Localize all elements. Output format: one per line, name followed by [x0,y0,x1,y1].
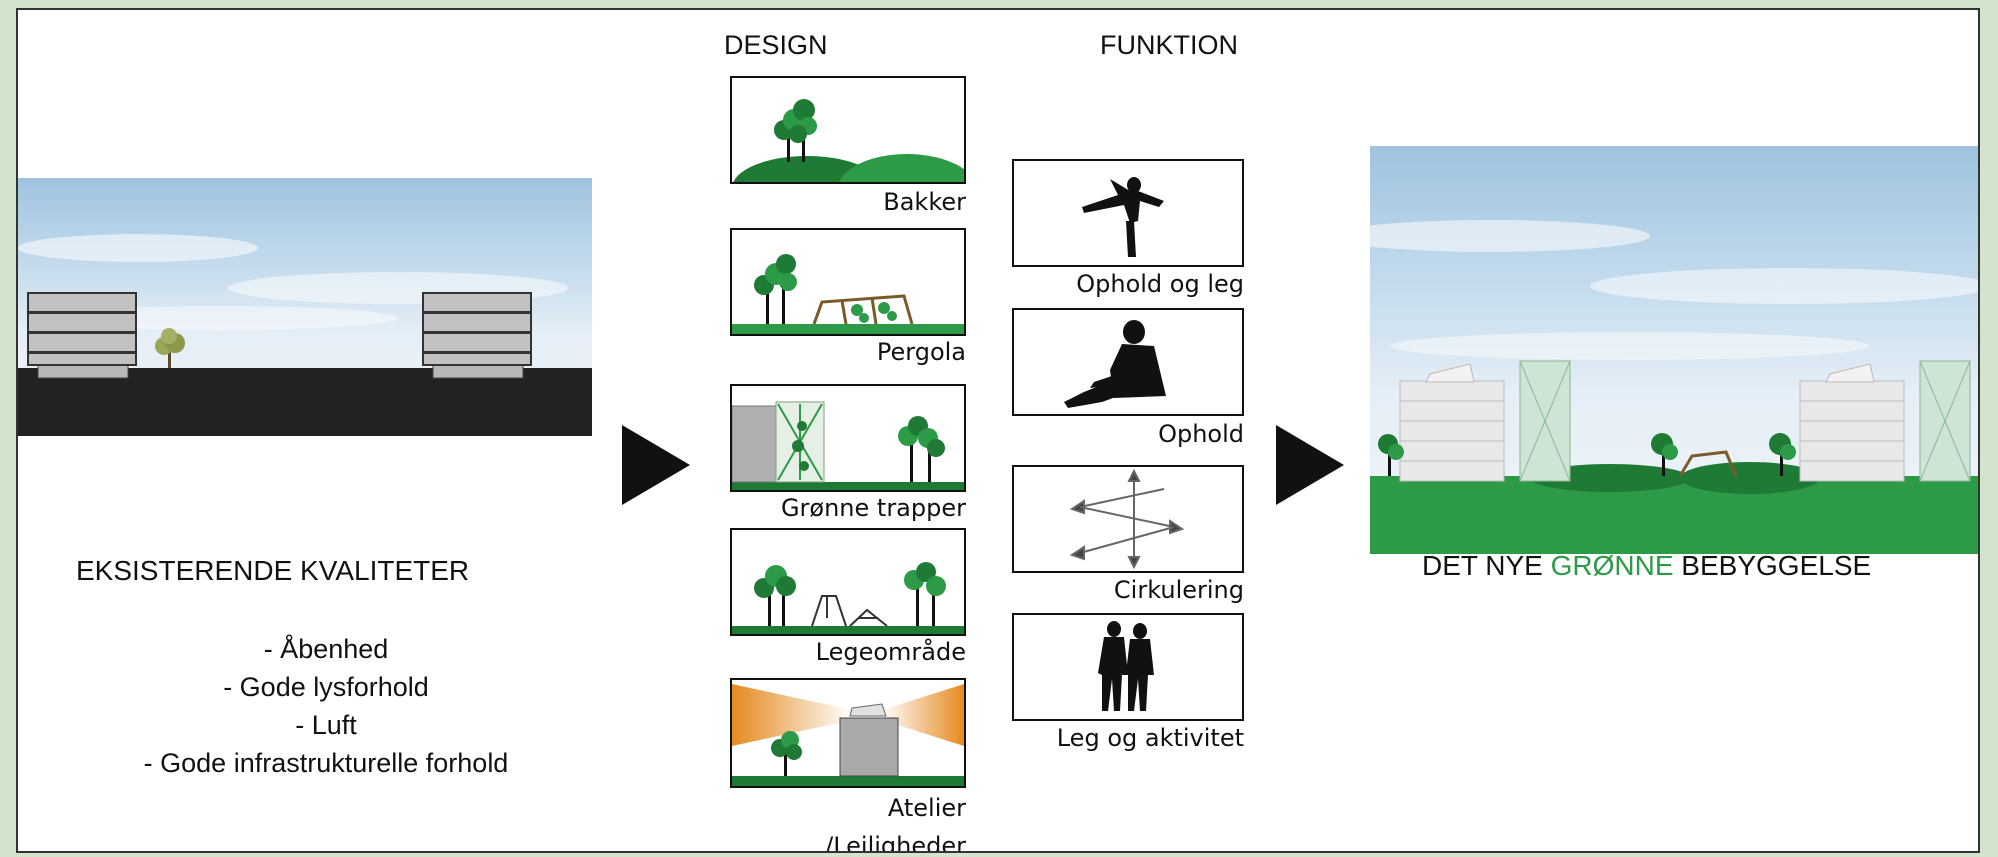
pergola-structure [812,294,914,325]
new-scene-drawing [1370,220,1978,554]
tree-icon [1651,433,1678,476]
tree-icon [1378,434,1404,476]
tree-icon [754,254,797,324]
design-label-pergola: Pergola [876,338,966,366]
quality-item: - Åbenhed [263,634,389,664]
playground-icon [732,562,964,634]
design-label-bakker: Bakker [883,188,966,216]
function-label-leg-og-aktivitet: Leg og aktivitet [1056,724,1244,752]
tree-icon [155,328,185,368]
function-thumbnail-cirkulering [1012,465,1244,573]
dark-ground [18,368,592,436]
design-label-legeomrade: Legeområde [815,638,966,666]
swing-icon [811,595,888,627]
function-label-ophold-og-leg: Ophold og leg [1076,270,1244,298]
design-thumbnail-bakker [730,76,966,184]
tree-icon [774,99,817,162]
new-title-part2: BEBYGGELSE [1673,550,1872,581]
design-thumbnail-pergola [730,228,966,336]
new-title-part1: DET NYE [1422,550,1551,581]
arrow-right-icon [622,425,690,505]
design-label-gronne-trapper: Grønne trapper [780,494,966,522]
design-thumbnail-legeomrade [730,528,966,636]
quality-item: - Gode lysforhold [223,672,429,702]
design-thumbnail-gronne-trapper [730,384,966,492]
pergola-icon [732,254,964,334]
tree-icon [898,416,945,482]
design-label-atelier: Atelier [887,794,966,822]
tree-icon [904,562,946,626]
existing-building-right [422,292,532,379]
function-thumbnail-ophold-og-leg [1012,159,1244,267]
quality-item: - Luft [295,710,357,740]
function-label-cirkulering: Cirkulering [1113,576,1244,604]
new-title: DET NYE GRØNNE BEBYGGELSE [1422,550,1871,582]
person-balancing-icon [1082,177,1164,257]
quality-item: - Gode infrastrukturelle forhold [143,748,509,778]
function-thumbnail-ophold [1012,308,1244,416]
tree-icon [771,731,802,776]
hills-icon [733,99,964,182]
tree-icon [754,565,796,626]
arrow-right-icon [1276,425,1344,505]
qualities-list: - Åbenhed - Gode lysforhold - Luft - God… [66,630,586,782]
existing-scene-drawing [18,234,592,436]
design-label-lejligheder: /Lejligheder [825,832,966,853]
existing-scene [18,178,592,436]
diagram-frame: EKSISTERENDE KVALITETER - Åbenhed - Gode… [16,8,1980,853]
function-label-ophold: Ophold [1158,420,1244,448]
new-building-right [1799,360,1971,482]
atelier-icon [732,684,964,786]
design-thumbnail-atelier [730,678,966,788]
person-sitting-icon [1064,320,1166,408]
tree-icon [1769,433,1796,476]
function-thumbnail-leg-og-aktivitet [1012,613,1244,721]
design-heading: DESIGN [724,30,828,60]
green-stairs-icon [732,401,964,490]
funktion-heading: FUNKTION [1100,30,1238,60]
people-walking-icon [1098,621,1154,711]
green-ground [1370,476,1978,554]
existing-building-left [27,292,137,379]
existing-title: EKSISTERENDE KVALITETER [76,555,470,586]
new-building-left [1399,360,1571,482]
circulation-arrows-icon [1069,468,1185,570]
new-green-scene [1370,146,1978,554]
new-title-highlight: GRØNNE [1550,550,1674,581]
